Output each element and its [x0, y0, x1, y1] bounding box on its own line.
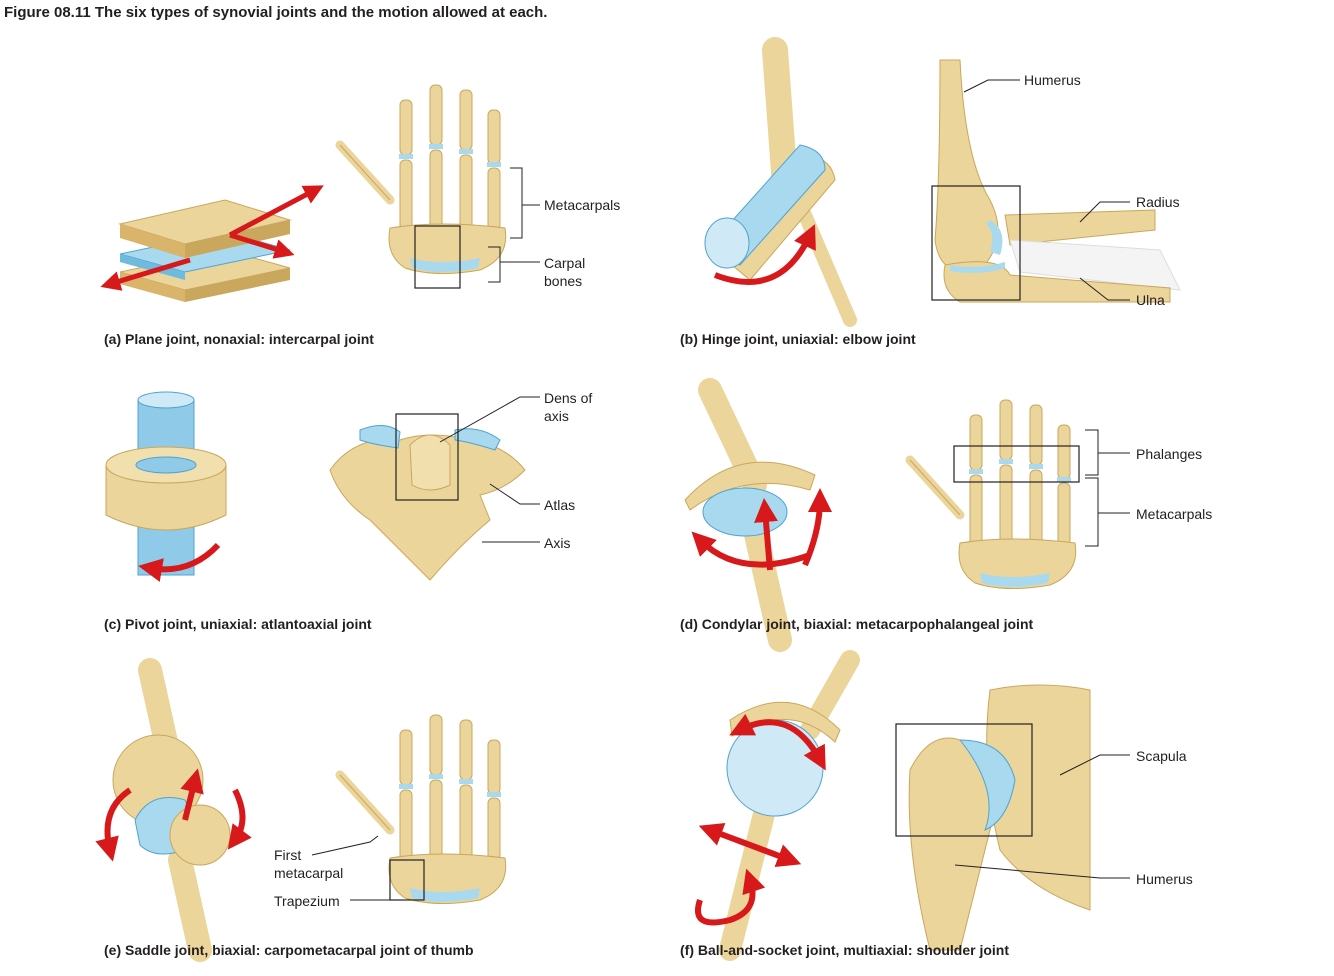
- label-humerus-elbow: Humerus: [1024, 72, 1081, 88]
- mcp-box: [953, 445, 1080, 483]
- label-radius: Radius: [1136, 194, 1180, 210]
- saddle-joint-illustration: [95, 658, 660, 962]
- ball-socket-model: [695, 650, 860, 961]
- label-axis-word: axis: [544, 408, 569, 424]
- elbow-box: [931, 185, 1021, 301]
- ball-socket-illustration: [695, 650, 1130, 961]
- panel-condylar-joint: Phalanges Metacarpals (d) Condylar joint…: [660, 370, 1334, 652]
- figure-title: Figure 08.11 The six types of synovial j…: [4, 4, 548, 21]
- label-metacarpal: metacarpal: [274, 865, 344, 881]
- panel-hinge-joint: Humerus Radius Ulna (b) Hinge joint, uni…: [660, 37, 1334, 350]
- label-humerus-shoulder: Humerus: [1136, 871, 1193, 887]
- label-axis: Axis: [544, 535, 571, 551]
- label-phalanges: Phalanges: [1136, 446, 1203, 462]
- pivot-joint-illustration: [105, 391, 540, 582]
- hand-skeleton: [340, 85, 506, 274]
- caption-hinge-joint: (b) Hinge joint, uniaxial: elbow joint: [680, 331, 916, 347]
- caption-condylar-joint: (d) Condylar joint, biaxial: metacarpoph…: [680, 616, 1034, 632]
- pivot-joint-model: [105, 391, 227, 582]
- saddle-joint-model: [95, 658, 252, 962]
- panel-pivot-joint: Dens of axis Atlas Axis (c) Pivot joint,…: [0, 370, 660, 645]
- panel-saddle-joint: First metacarpal Trapezium (e) Saddle jo…: [0, 650, 660, 970]
- label-trapezium: Trapezium: [274, 893, 340, 909]
- hinge-joint-illustration: [704, 37, 1181, 327]
- label-metacarpals: Metacarpals: [544, 197, 621, 213]
- plane-joint-illustration: [100, 40, 540, 302]
- caption-ball-socket-joint: (f) Ball-and-socket joint, multiaxial: s…: [680, 942, 1010, 958]
- label-dens-of: Dens of: [544, 390, 593, 406]
- label-metacarpals-d: Metacarpals: [1136, 506, 1213, 522]
- hand-skeleton-d: [910, 400, 1076, 589]
- label-scapula: Scapula: [1136, 748, 1187, 764]
- caption-plane-joint: (a) Plane joint, nonaxial: intercarpal j…: [104, 331, 374, 347]
- label-bones: bones: [544, 273, 583, 289]
- label-ulna: Ulna: [1136, 292, 1165, 308]
- hand-skeleton-e: [340, 715, 506, 904]
- dens-box: [395, 413, 459, 501]
- caption-pivot-joint: (c) Pivot joint, uniaxial: atlantoaxial …: [104, 616, 372, 632]
- shoulder-box: [895, 723, 1033, 837]
- label-first: First: [274, 847, 302, 863]
- panel-ball-socket-joint: Scapula Humerus (f) Ball-and-socket join…: [660, 650, 1334, 970]
- shoulder-bones: [908, 684, 1091, 951]
- condylar-joint-illustration: [684, 378, 1130, 652]
- hinge-joint-model: [704, 37, 857, 327]
- panel-plane-joint: Metacarpals Carpal bones (a) Plane joint…: [0, 40, 660, 350]
- trapezium-box: [389, 859, 425, 901]
- vertebrae: [329, 425, 526, 581]
- caption-saddle-joint: (e) Saddle joint, biaxial: carpometacarp…: [104, 942, 474, 958]
- condylar-joint-model: [684, 378, 832, 652]
- elbow-bones: [934, 59, 1181, 303]
- intercarpal-box: [414, 225, 461, 289]
- label-carpal: Carpal: [544, 255, 586, 271]
- plane-joint-model: [100, 185, 324, 302]
- label-atlas: Atlas: [544, 497, 576, 513]
